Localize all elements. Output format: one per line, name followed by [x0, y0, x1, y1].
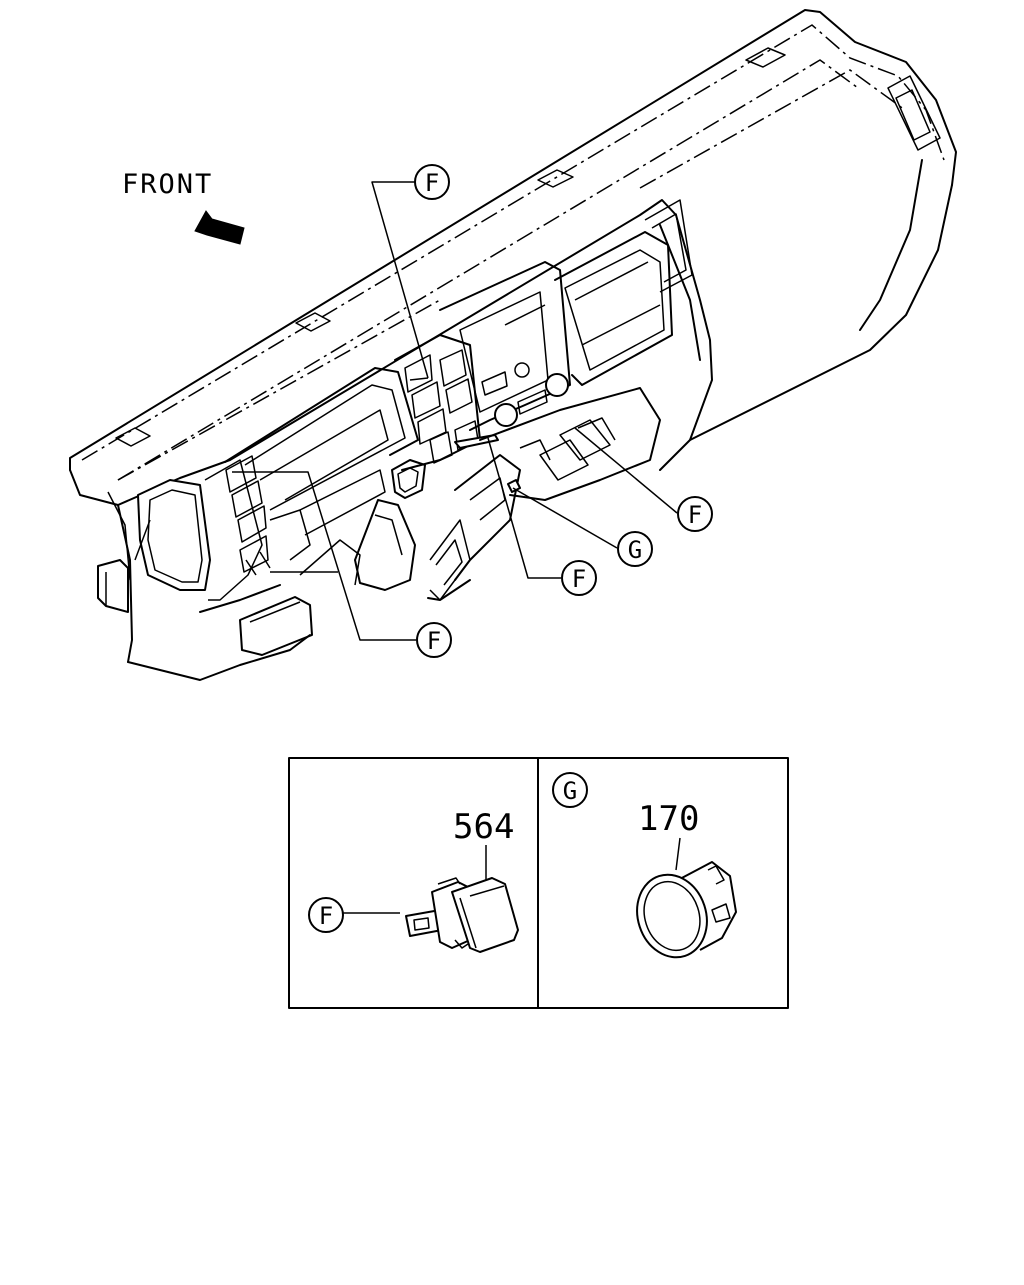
detail-ref-g: G [563, 777, 577, 805]
callout-g-label: G [628, 536, 642, 564]
front-direction-indicator: FRONT [122, 169, 245, 245]
front-label: FRONT [122, 169, 213, 200]
callout-f-label: F [427, 627, 441, 655]
callout-f-label: F [688, 501, 702, 529]
callout-f-lower-left: F [416, 622, 452, 658]
part-number-170: 170 [638, 799, 699, 839]
callout-g: G [617, 531, 653, 567]
cap-part-icon [636, 861, 737, 959]
detail-ref-f: F [319, 902, 333, 930]
part-number-564: 564 [453, 807, 514, 847]
callout-f-label: F [425, 169, 439, 197]
callout-f-right: F [677, 496, 713, 532]
callout-f-lower-center: F [561, 560, 597, 596]
front-arrow-icon [194, 210, 245, 245]
instrument-panel-drawing [69, 9, 957, 681]
detail-panel-cap: G 170 [552, 772, 737, 959]
detail-panels: 564 F G 170 [288, 757, 789, 1009]
callout-leaders [232, 181, 678, 641]
detail-panel-switch: 564 F [308, 807, 519, 953]
switch-part-icon [405, 877, 519, 953]
callout-f-top: F [414, 164, 450, 200]
callout-f-label: F [572, 565, 586, 593]
